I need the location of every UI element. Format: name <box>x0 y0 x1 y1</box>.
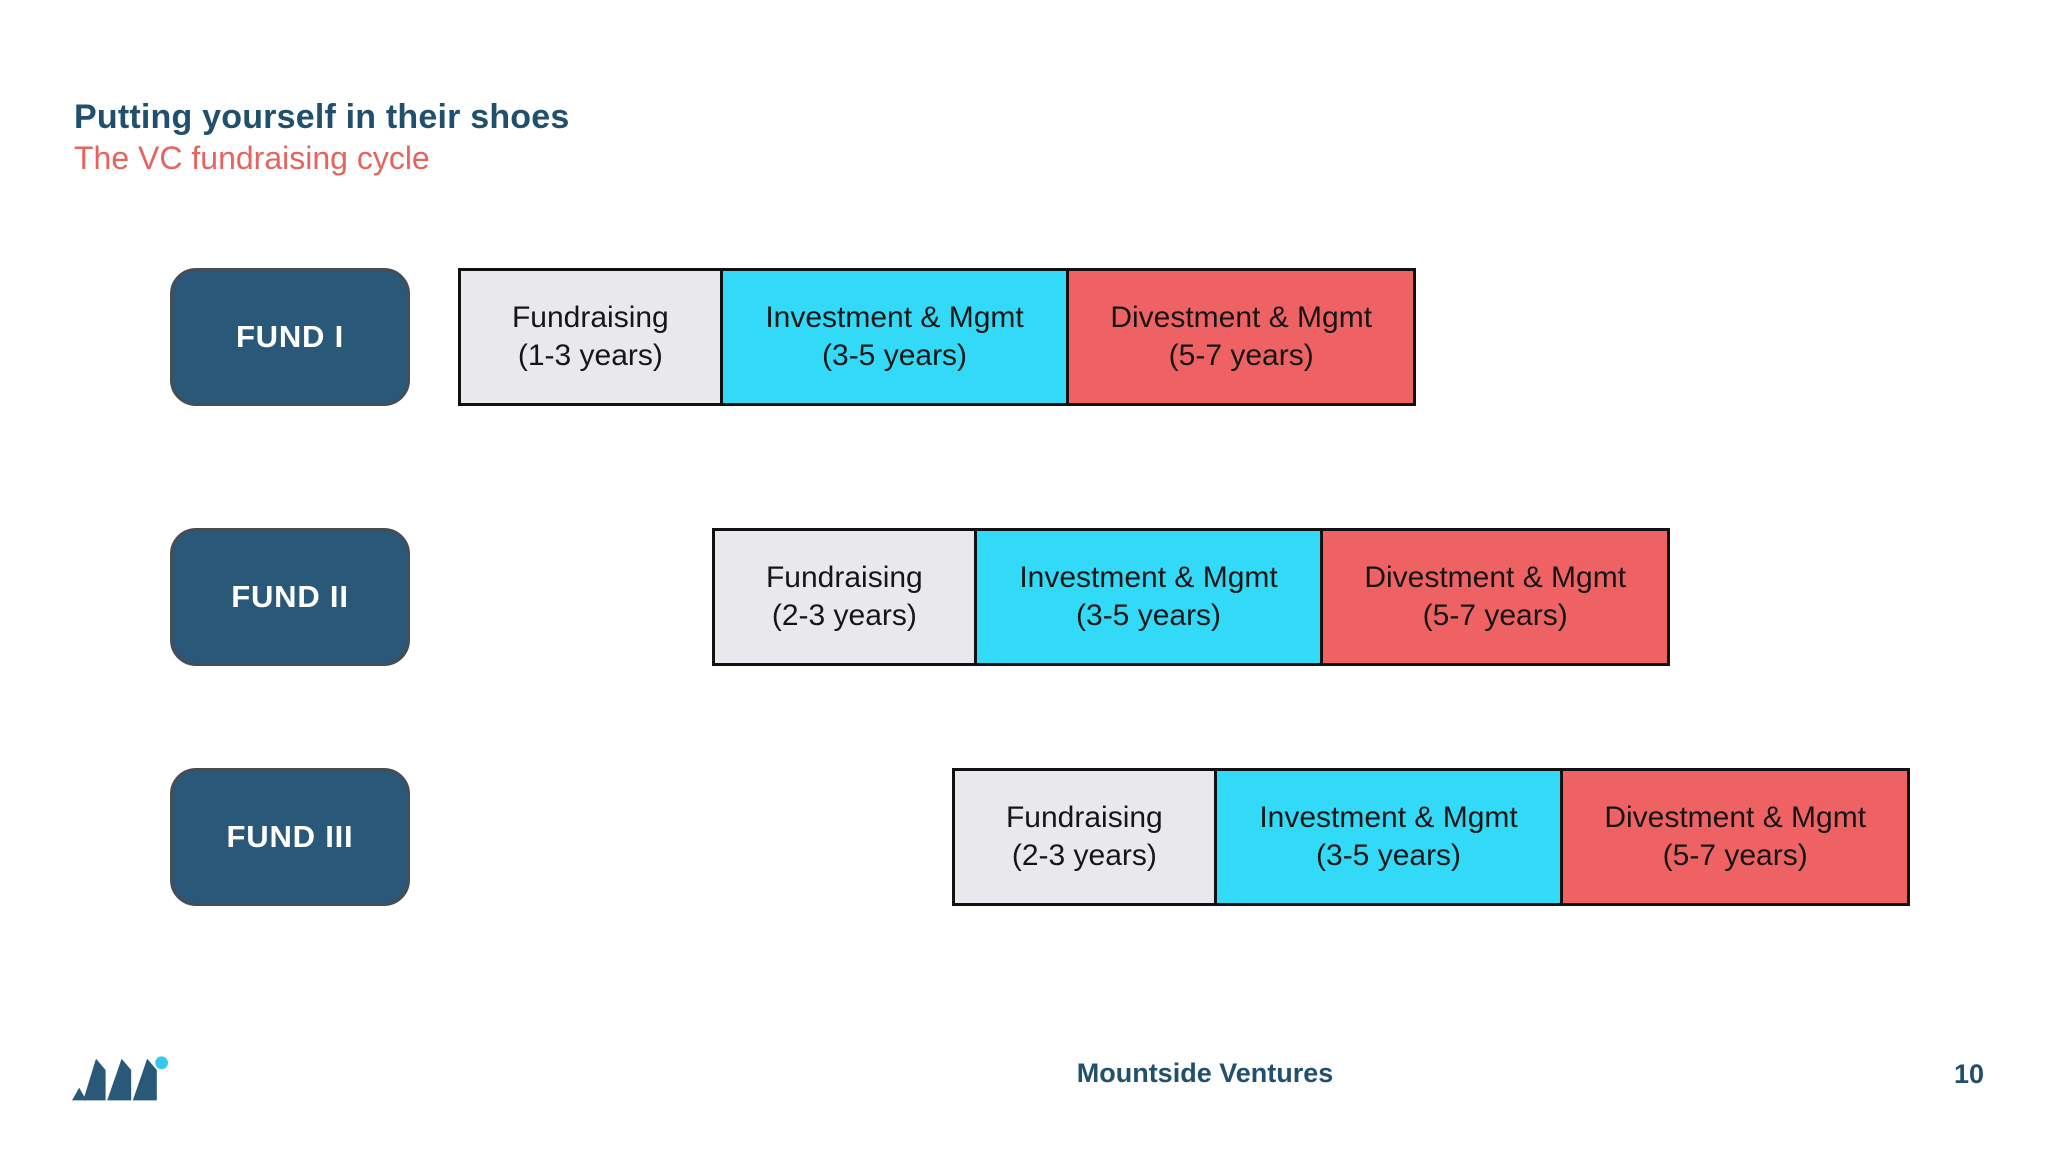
phase-name: Investment & Mgmt <box>1259 801 1518 834</box>
phase-duration: (3-5 years) <box>822 339 968 372</box>
fund-iii-box: FUND III <box>170 768 410 906</box>
fund-i-phase-investment: Investment & Mgmt (3-5 years) <box>719 271 1067 403</box>
phase-name: Divestment & Mgmt <box>1110 301 1373 334</box>
phase-duration: (1-3 years) <box>517 339 663 372</box>
fund-i-phase-fundraising: Fundraising (1-3 years) <box>461 271 720 403</box>
fund-iii-timeline-bar: Fundraising (2-3 years) Investment & Mgm… <box>952 768 1910 906</box>
mountside-logo-icon <box>72 1054 168 1107</box>
fund-i-label: FUND I <box>235 319 345 354</box>
fund-ii-phase-fundraising: Fundraising (2-3 years) <box>715 531 974 663</box>
phase-duration: (5-7 years) <box>1168 339 1314 372</box>
fund-iii-phase-fundraising: Fundraising (2-3 years) <box>955 771 1214 903</box>
phase-name: Investment & Mgmt <box>765 301 1024 334</box>
phase-name: Fundraising <box>1005 801 1163 834</box>
phase-duration: (3-5 years) <box>1316 839 1462 872</box>
phase-name: Investment & Mgmt <box>1019 561 1278 594</box>
fund-ii-box: FUND II <box>170 528 410 666</box>
phase-duration: (5-7 years) <box>1422 599 1568 632</box>
phase-duration: (3-5 years) <box>1076 599 1222 632</box>
fund-ii-label: FUND II <box>231 579 349 614</box>
phase-name: Fundraising <box>765 561 923 594</box>
phase-duration: (5-7 years) <box>1662 839 1808 872</box>
page-number: 10 <box>1953 1059 1985 1089</box>
fund-ii-phase-investment: Investment & Mgmt (3-5 years) <box>973 531 1321 663</box>
fund-iii-phase-investment: Investment & Mgmt (3-5 years) <box>1213 771 1561 903</box>
footer-brand: Mountside Ventures <box>1076 1058 1334 1088</box>
fund-i-phase-divestment: Divestment & Mgmt (5-7 years) <box>1066 271 1413 403</box>
fund-iii-label: FUND III <box>226 819 354 854</box>
fund-iii-phase-divestment: Divestment & Mgmt (5-7 years) <box>1560 771 1907 903</box>
fund-i-timeline-bar: Fundraising (1-3 years) Investment & Mgm… <box>458 268 1416 406</box>
slide-header: Putting yourself in their shoes The VC f… <box>74 96 569 178</box>
fund-i-box: FUND I <box>170 268 410 406</box>
phase-name: Fundraising <box>511 301 669 334</box>
fund-ii-timeline-bar: Fundraising (2-3 years) Investment & Mgm… <box>712 528 1670 666</box>
page-title: Putting yourself in their shoes <box>74 98 570 136</box>
phase-duration: (2-3 years) <box>1011 839 1157 872</box>
phase-duration: (2-3 years) <box>771 599 917 632</box>
phase-name: Divestment & Mgmt <box>1604 801 1867 834</box>
phase-name: Divestment & Mgmt <box>1364 561 1627 594</box>
page-subtitle: The VC fundraising cycle <box>74 140 430 176</box>
fund-ii-phase-divestment: Divestment & Mgmt (5-7 years) <box>1320 531 1667 663</box>
